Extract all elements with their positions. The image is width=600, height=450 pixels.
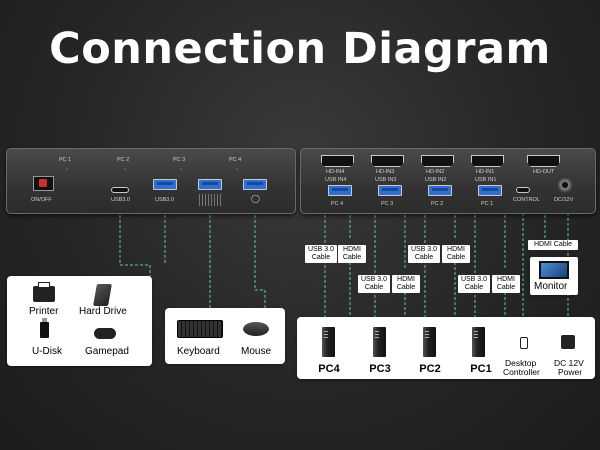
- storage-peripherals-box: Printer Hard Drive U-Disk Gamepad: [7, 276, 152, 366]
- kvm-rear-panel: HD-IN4 HD-IN3 HD-IN2 HD-IN1 HD-OUT USB I…: [300, 148, 596, 214]
- rear-pc3-label: PC 3: [381, 201, 394, 207]
- computers-box: PC4 PC3 PC2 PC1 Desktop Controller DC 12…: [297, 317, 595, 379]
- keyboard-label: Keyboard: [177, 346, 220, 357]
- u-disk-label: U-Disk: [32, 346, 62, 357]
- control-port: [516, 187, 530, 193]
- monitor-box: Monitor: [530, 257, 578, 295]
- kvm-front-panel: PC 1 PC 2 PC 3 PC 4 ON/OFF USB3.0 USB3.0…: [6, 148, 296, 214]
- power-adapter-icon: [561, 335, 575, 349]
- usb-cable-tag-pc1: USB 3.0 Cable: [458, 275, 490, 293]
- hdmi-in4-port: [321, 155, 354, 167]
- hdmi-in2-port: [421, 155, 454, 167]
- hdmi-in3-port: [371, 155, 404, 167]
- gamepad-icon: [94, 328, 116, 339]
- monitor-icon: [539, 261, 569, 279]
- hd-in4-label: HD-IN4: [326, 169, 345, 175]
- hd-in1-label: HD-IN1: [476, 169, 495, 175]
- monitor-label: Monitor: [534, 281, 568, 292]
- rear-pc1-label: PC 1: [481, 201, 494, 207]
- hd-in3-label: HD-IN3: [376, 169, 395, 175]
- usb-cable-tag-pc3: USB 3.0 Cable: [358, 275, 390, 293]
- keyboard-mouse-box: Keyboard Mouse: [165, 308, 285, 364]
- dc-label: DC/12V: [554, 197, 574, 203]
- usb-a-port-1: [153, 179, 177, 190]
- pc1-label: PC1: [470, 363, 492, 375]
- control-label: CONTROL: [513, 197, 540, 203]
- front-pc3-led: [179, 167, 183, 171]
- usb-c-port: [111, 187, 129, 193]
- mouse-label: Mouse: [241, 346, 272, 357]
- front-pc2-led: [123, 167, 127, 171]
- front-pc3-label: PC 3: [173, 157, 186, 163]
- controller-label-line2: Controller: [503, 367, 540, 377]
- gamepad-label: Gamepad: [85, 346, 129, 357]
- rear-pc4-label: PC 4: [331, 201, 344, 207]
- pc3-label: PC3: [369, 363, 391, 375]
- power-label-line2: Power: [558, 367, 583, 377]
- usb-cable-tag-pc4: USB 3.0 Cable: [305, 245, 337, 263]
- usb-cable-tag-pc2: USB 3.0 Cable: [408, 245, 440, 263]
- usb-in4-port: [328, 185, 352, 196]
- front-pc1-label: PC 1: [59, 157, 72, 163]
- usb-in3-label: USB IN3: [375, 177, 397, 183]
- usb-c-label: USB3.0: [111, 197, 130, 203]
- power-label-line1: DC 12V: [554, 358, 584, 368]
- usb-line-storage: [119, 200, 151, 277]
- usb-in1-port: [478, 185, 502, 196]
- pc4-label: PC4: [318, 363, 340, 375]
- pc4-icon: [322, 327, 335, 357]
- pc3-icon: [373, 327, 386, 357]
- hard-drive-icon: [93, 284, 112, 306]
- hdmi-in1-port: [471, 155, 504, 167]
- usb-in2-label: USB IN2: [425, 177, 447, 183]
- hd-in2-label: HD-IN2: [426, 169, 445, 175]
- hdmi-cable-tag-pc2: HDMI Cable: [442, 245, 470, 263]
- mouse-icon: [243, 322, 269, 336]
- front-pc2-label: PC 2: [117, 157, 130, 163]
- printer-label: Printer: [29, 306, 59, 317]
- hdmi-cable-tag-pc1: HDMI Cable: [492, 275, 520, 293]
- keyboard-grille-icon: [199, 194, 223, 206]
- hdmi-out-port: [527, 155, 560, 167]
- front-pc1-led: [65, 167, 69, 171]
- controller-label-line1: Desktop: [505, 358, 537, 368]
- rear-pc2-label: PC 2: [431, 201, 444, 207]
- pc2-label: PC2: [419, 363, 441, 375]
- usb-in3-port: [378, 185, 402, 196]
- printer-icon: [33, 282, 55, 302]
- u-disk-icon: [40, 318, 49, 338]
- hdmi-cable-tag-monitor: HDMI Cable: [528, 240, 578, 250]
- keyboard-icon: [177, 320, 223, 338]
- hd-out-label: HD-OUT: [533, 169, 555, 175]
- front-pc4-label: PC 4: [229, 157, 242, 163]
- mouse-port-icon: ◯: [251, 194, 260, 203]
- usb-a-label: USB3.0: [155, 197, 174, 203]
- pc2-icon: [423, 327, 436, 357]
- pc1-icon: [472, 327, 485, 357]
- front-pc4-led: [235, 167, 239, 171]
- usb-a-port-3: [243, 179, 267, 190]
- usb-in4-label: USB IN4: [325, 177, 347, 183]
- usb-in1-label: USB IN1: [475, 177, 497, 183]
- hdmi-cable-tag-pc3: HDMI Cable: [392, 275, 420, 293]
- usb-in2-port: [428, 185, 452, 196]
- hdmi-cable-tag-pc4: HDMI Cable: [338, 245, 366, 263]
- usb-a-port-2: [198, 179, 222, 190]
- hard-drive-label: Hard Drive: [79, 306, 127, 317]
- power-switch-label: ON/OFF: [31, 197, 52, 203]
- page-title: Connection Diagram: [49, 24, 551, 74]
- dc-jack-icon: [557, 177, 573, 193]
- desktop-controller-icon: [520, 337, 528, 349]
- power-switch[interactable]: [33, 176, 54, 191]
